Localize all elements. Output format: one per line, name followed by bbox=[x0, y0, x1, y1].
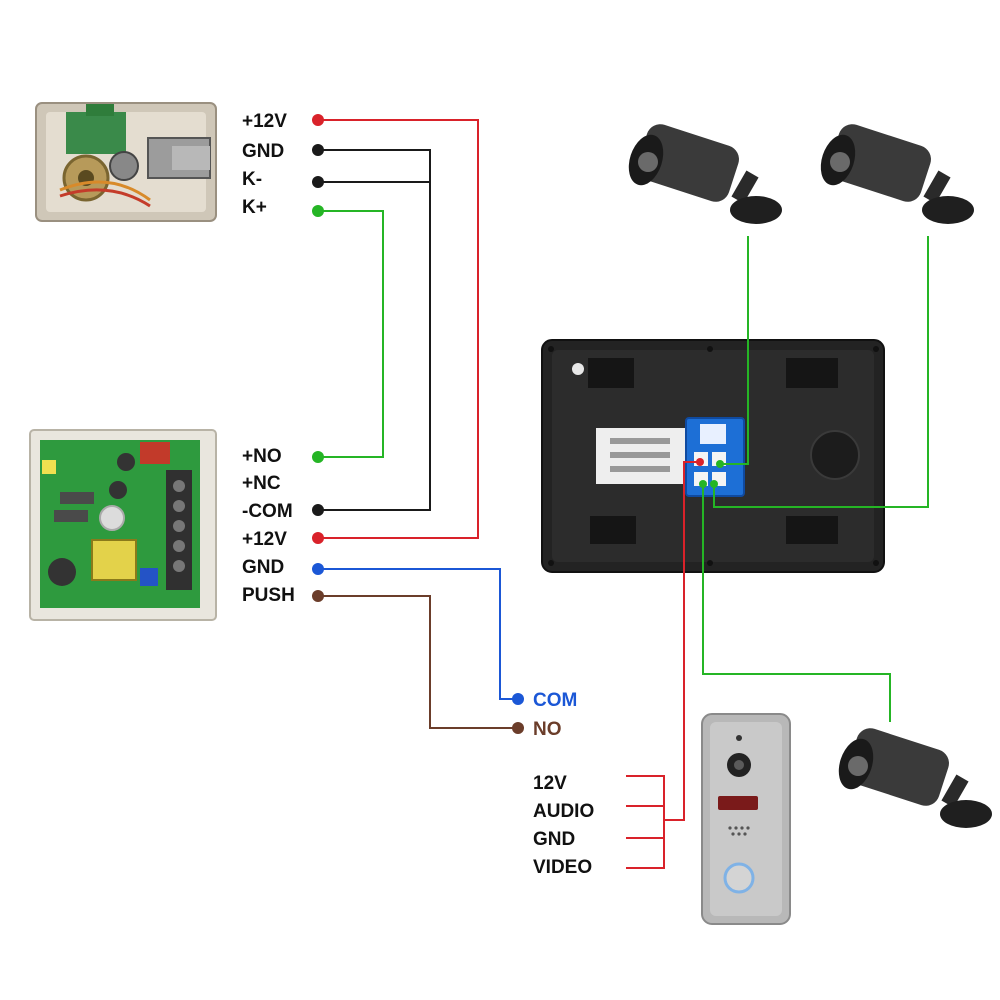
lock-terminal-label: K+ bbox=[242, 197, 267, 218]
power-terminal-label: +NO bbox=[242, 446, 282, 467]
electric-lock-icon bbox=[35, 102, 217, 222]
wire-camera-1 bbox=[720, 236, 749, 465]
wire-camera-2 bbox=[713, 236, 929, 508]
lock-terminal-label: GND bbox=[242, 141, 284, 162]
doorbell-terminal-labels: 12V AUDIO GND VIDEO bbox=[533, 773, 594, 878]
wires bbox=[318, 119, 929, 869]
power-terminal-label: +NC bbox=[242, 473, 281, 494]
exit-button-no-label: NO bbox=[533, 719, 562, 740]
terminal-dots bbox=[312, 114, 724, 734]
wire-doorbell-bracket bbox=[626, 775, 665, 869]
lock-terminal-labels: +12V GND K- K+ bbox=[242, 111, 287, 218]
doorbell-terminal-label: 12V bbox=[533, 773, 567, 794]
wire-lock-gnd bbox=[318, 149, 431, 511]
power-terminal-label: PUSH bbox=[242, 585, 295, 606]
wire-doorbell bbox=[664, 461, 700, 821]
monitor-back-icon bbox=[541, 339, 885, 573]
power-terminal-labels: +NO +NC -COM +12V GND PUSH bbox=[242, 446, 295, 606]
wire-power-gnd bbox=[318, 568, 518, 700]
wire-lock-12v bbox=[318, 119, 479, 539]
camera-icon bbox=[820, 124, 974, 224]
doorbell-terminal-label: AUDIO bbox=[533, 801, 594, 822]
doorbell-panel-icon bbox=[701, 713, 791, 925]
lock-terminal-label: +12V bbox=[242, 111, 287, 132]
wire-lock-k-plus bbox=[318, 210, 384, 458]
power-terminal-label: -COM bbox=[242, 501, 293, 522]
camera-icon bbox=[838, 728, 992, 828]
power-supply-board-icon bbox=[29, 429, 217, 621]
power-terminal-label: GND bbox=[242, 557, 284, 578]
exit-button-labels: COM NO bbox=[533, 690, 577, 740]
doorbell-terminal-label: GND bbox=[533, 829, 575, 850]
lock-terminal-label: K- bbox=[242, 169, 262, 190]
wire-camera-3 bbox=[702, 484, 891, 722]
wire-power-push bbox=[318, 595, 518, 729]
camera-icon bbox=[628, 124, 782, 224]
exit-button-com-label: COM bbox=[533, 690, 577, 711]
doorbell-terminal-label: VIDEO bbox=[533, 857, 592, 878]
power-terminal-label: +12V bbox=[242, 529, 287, 550]
